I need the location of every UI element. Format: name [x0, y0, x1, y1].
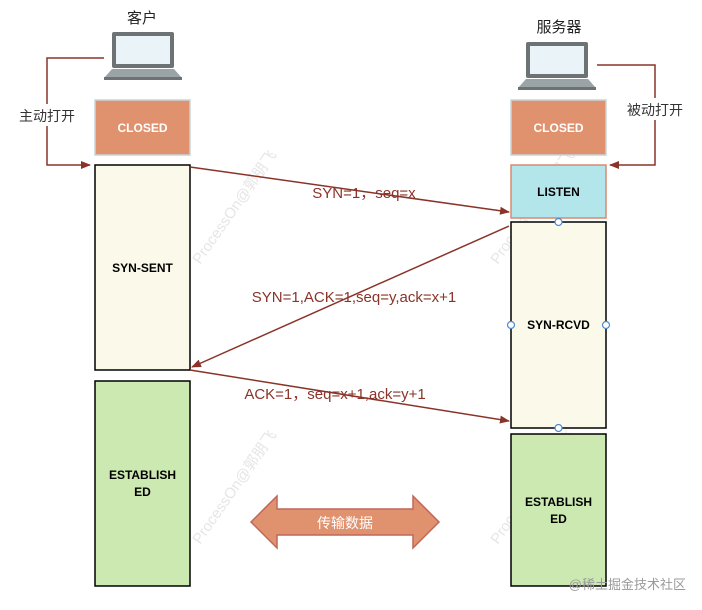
client-closed-box — [94, 99, 191, 156]
client-closed-label: CLOSED — [117, 121, 167, 135]
client-title: 客户 — [127, 10, 157, 27]
syn-ack-arrow — [191, 225, 510, 368]
laptop-icon — [104, 32, 182, 80]
ack-label: ACK=1，seq=x+1,ack=y+1 — [244, 386, 425, 403]
syn-arrow — [189, 166, 510, 215]
server-title: 服务器 — [536, 19, 581, 36]
server-established-box — [510, 433, 607, 587]
passive-open-label: 被动打开 — [627, 102, 683, 118]
active-open-label: 主动打开 — [19, 108, 75, 124]
server-established-label-line1: ESTABLISH — [525, 495, 592, 509]
client-syn-sent-box — [94, 164, 191, 371]
ack-arrow — [189, 369, 510, 424]
server-listen-label: LISTEN — [537, 185, 580, 199]
server-syn-rcvd-label: SYN-RCVD — [527, 318, 590, 332]
client-established-box — [94, 380, 191, 587]
server-closed-label: CLOSED — [533, 121, 583, 135]
transfer-data-label: 传输数据 — [317, 515, 373, 531]
client-syn-sent-label: SYN-SENT — [112, 261, 173, 275]
selection-handles — [506, 217, 611, 433]
watermark: ProcessOn@郭朋飞 — [189, 147, 280, 267]
transfer-data-arrow — [249, 494, 441, 550]
server-established-label-line2: ED — [550, 512, 567, 526]
site-watermark: @稀土掘金技术社区 — [569, 577, 686, 592]
laptop-icon — [518, 42, 596, 90]
server-closed-box — [510, 99, 607, 156]
syn-ack-label: SYN=1,ACK=1,seq=y,ack=x+1 — [252, 289, 456, 306]
syn-label: SYN=1，seq=x — [312, 185, 416, 202]
client-established-label-line2: ED — [134, 485, 151, 499]
client-established-label-line1: ESTABLISH — [109, 468, 176, 482]
server-syn-rcvd-box — [510, 221, 607, 429]
